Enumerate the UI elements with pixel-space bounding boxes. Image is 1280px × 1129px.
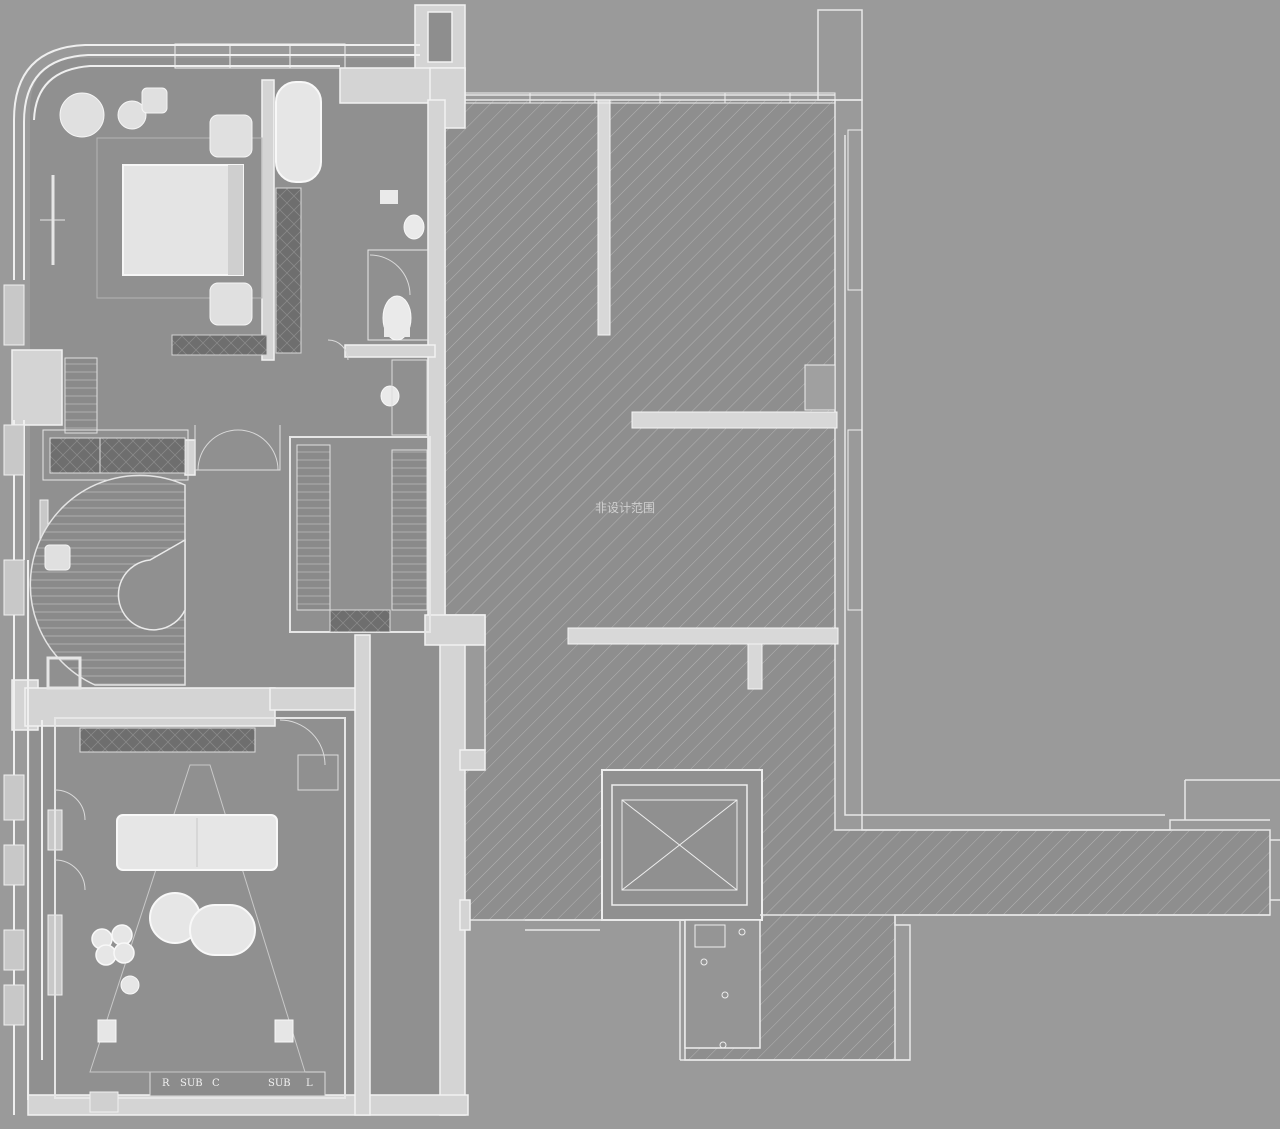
speaker-label: SUB (180, 1078, 203, 1089)
spiral-staircase (29, 474, 186, 690)
walls (11, 4, 486, 1116)
speaker-label: R (162, 1078, 170, 1089)
speaker-labels: R SUB C SUB L (162, 1078, 313, 1089)
non-design-area: 非设计范围 (444, 99, 1271, 1061)
media-room (54, 717, 346, 1113)
armchair (59, 92, 105, 138)
closets (42, 357, 431, 633)
exterior-outlines (465, 9, 1280, 1061)
lounge-chair (91, 924, 135, 966)
bathroom (275, 81, 429, 436)
bed (122, 164, 244, 276)
bathtub (275, 81, 322, 183)
speaker-label: C (212, 1078, 220, 1089)
speaker-label: SUB (268, 1078, 291, 1089)
bedroom (40, 87, 268, 356)
nightstand (209, 114, 253, 158)
non-design-area-label: 非设计范围 (595, 501, 655, 515)
speaker-label: L (306, 1078, 313, 1089)
doors (54, 254, 411, 891)
windows-top (174, 43, 863, 611)
nightstand (209, 282, 253, 326)
